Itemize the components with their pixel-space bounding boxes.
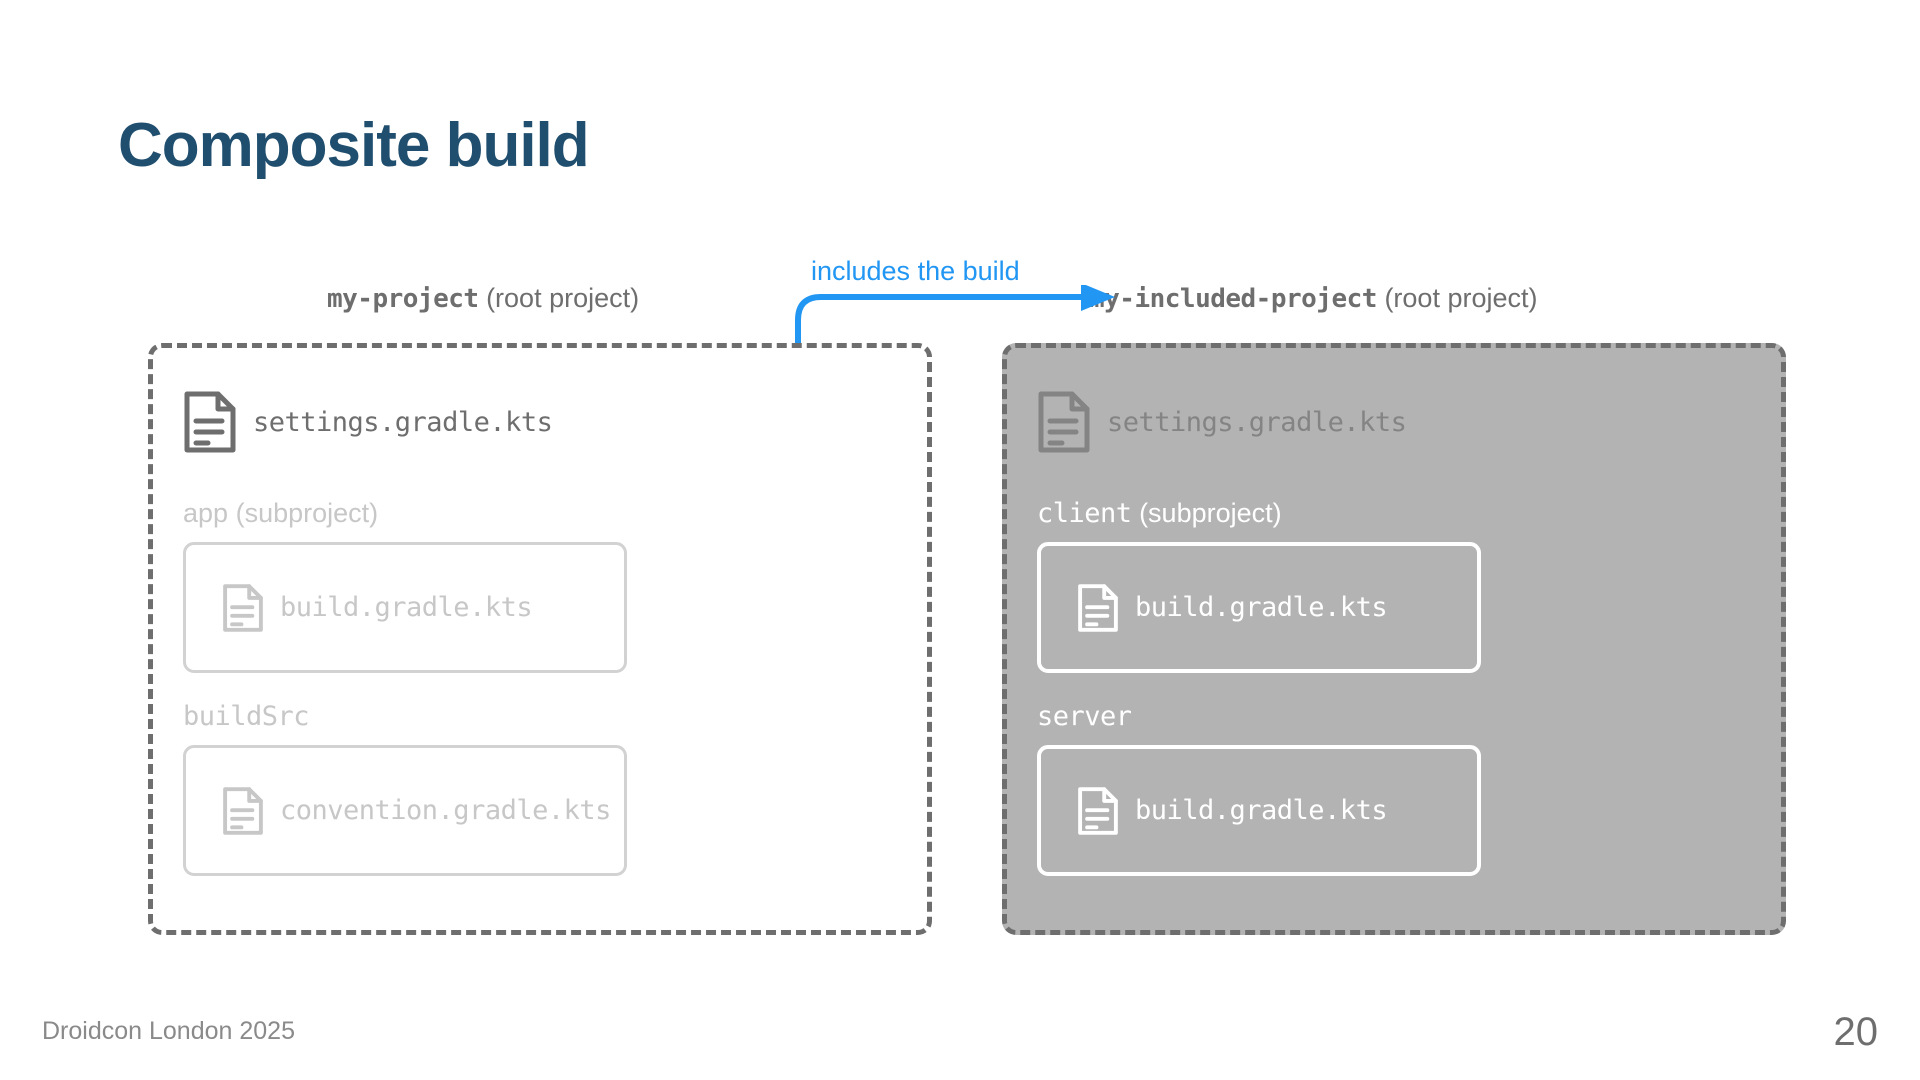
card-server-build-file: build.gradle.kts (1037, 745, 1481, 876)
right-settings-file-row: settings.gradle.kts (1037, 390, 1407, 454)
card-client-build-file-label: build.gradle.kts (1135, 592, 1388, 623)
file-document-icon (1038, 391, 1090, 453)
file-document-icon (223, 786, 263, 835)
page-number: 20 (1833, 1010, 1879, 1054)
group-client: client (subproject) build.gradle.kts (1037, 500, 1481, 673)
group-buildsrc: buildSrc convention.gradle.kts (183, 703, 627, 876)
card-app-build-file: build.gradle.kts (183, 542, 627, 673)
group-app-name: app (183, 498, 229, 528)
my-project-box: settings.gradle.kts app (subproject) bui… (148, 343, 932, 935)
group-buildsrc-label: buildSrc (183, 703, 627, 730)
file-document-icon (1078, 583, 1118, 632)
file-document-icon (1078, 786, 1118, 835)
left-project-header: my-project (root project) (327, 283, 640, 314)
file-document-icon (223, 583, 263, 632)
group-client-suffix: (subproject) (1139, 498, 1282, 528)
card-app-build-file-label: build.gradle.kts (280, 592, 533, 623)
footer-conference-label: Droidcon London 2025 (42, 1017, 295, 1045)
includes-the-build-label: includes the build (811, 256, 1020, 286)
card-client-build-file: build.gradle.kts (1037, 542, 1481, 673)
right-project-suffix: (root project) (1384, 283, 1538, 313)
left-project-suffix: (root project) (486, 283, 640, 313)
right-project-name: my-included-project (1089, 284, 1377, 314)
card-buildsrc-convention-file: convention.gradle.kts (183, 745, 627, 876)
group-app-label: app (subproject) (183, 500, 627, 527)
group-server-name: server (1037, 701, 1132, 732)
left-project-name: my-project (327, 284, 479, 314)
left-settings-file-row: settings.gradle.kts (183, 390, 553, 454)
group-server: server build.gradle.kts (1037, 703, 1481, 876)
right-project-header: my-included-project (root project) (1089, 283, 1538, 314)
card-server-build-file-label: build.gradle.kts (1135, 795, 1388, 826)
page-title: Composite build (118, 111, 590, 180)
my-included-project-box: settings.gradle.kts client (subproject) … (1002, 343, 1786, 935)
group-client-name: client (1037, 498, 1132, 529)
group-app-suffix: (subproject) (235, 498, 379, 528)
file-document-icon (184, 391, 236, 453)
left-settings-file-label: settings.gradle.kts (253, 406, 553, 438)
group-buildsrc-name: buildSrc (183, 701, 310, 732)
right-settings-file-label: settings.gradle.kts (1107, 406, 1407, 438)
group-server-label: server (1037, 703, 1481, 730)
card-buildsrc-convention-file-label: convention.gradle.kts (280, 795, 611, 826)
group-app: app (subproject) build.gradle.kts (183, 500, 627, 673)
group-client-label: client (subproject) (1037, 498, 1481, 529)
